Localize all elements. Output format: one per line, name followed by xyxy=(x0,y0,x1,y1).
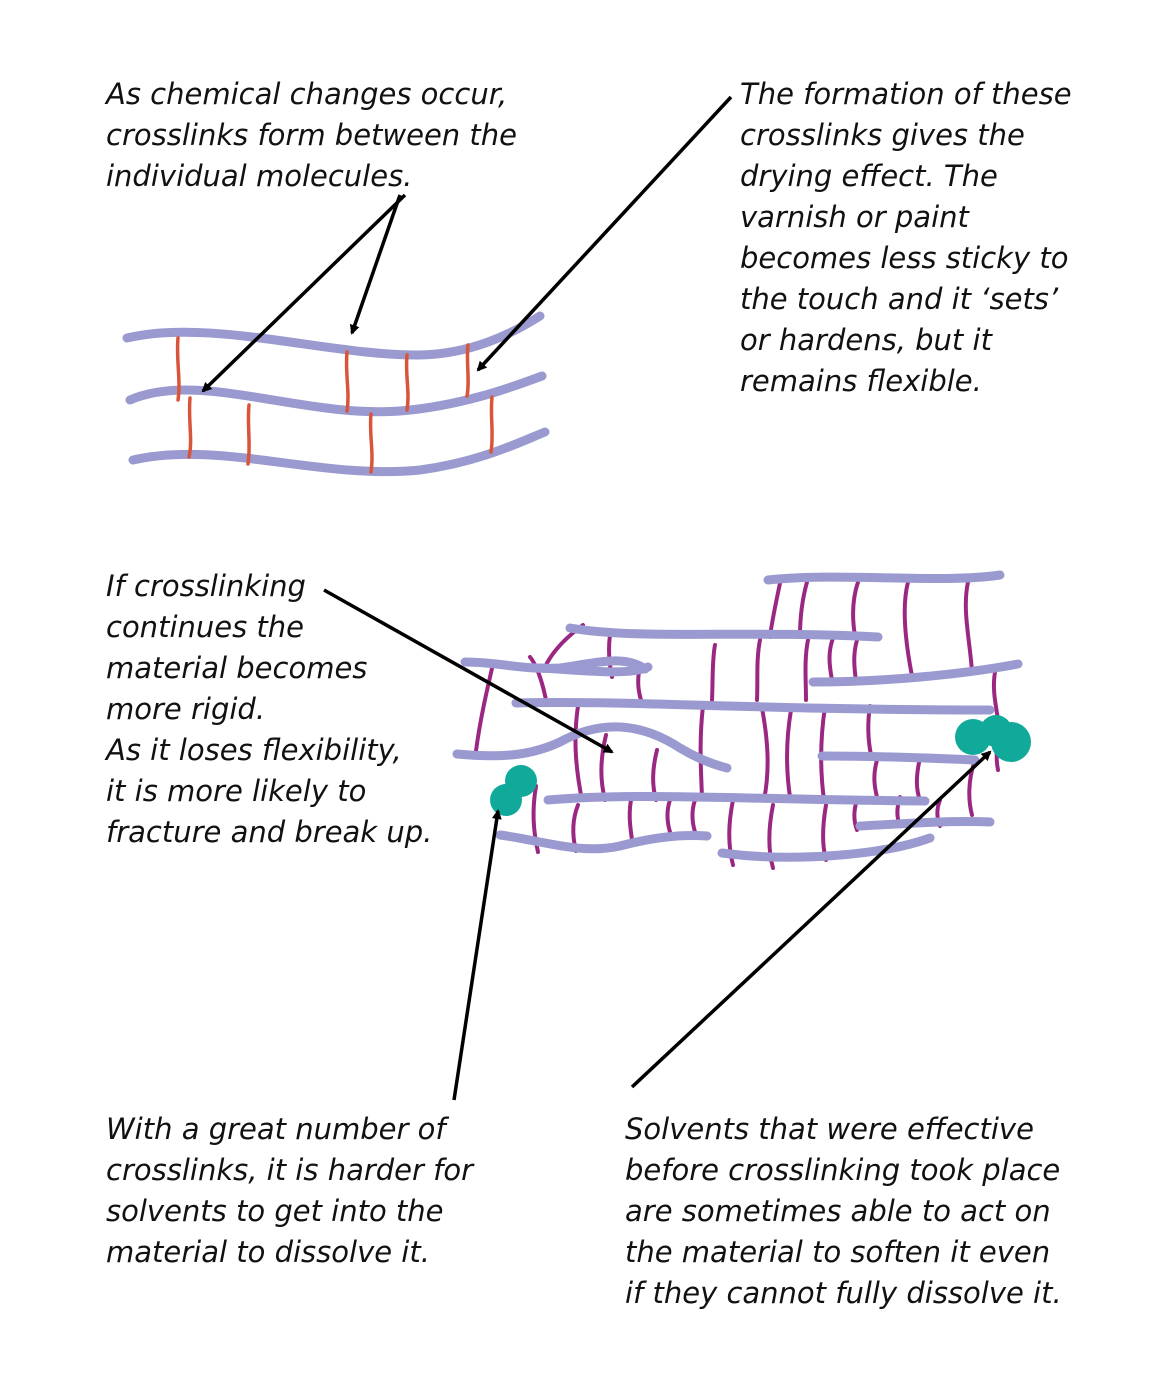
crosslink xyxy=(727,798,735,867)
crosslink xyxy=(755,638,762,702)
crosslink xyxy=(344,350,350,413)
crosslink xyxy=(573,704,584,802)
molecule-chains xyxy=(452,570,1023,862)
crosslink xyxy=(760,706,770,802)
molecule-chain xyxy=(495,830,712,854)
molecule-chain xyxy=(125,371,547,417)
arrow-to-early-crosslink xyxy=(201,193,407,393)
crosslink xyxy=(465,343,470,398)
crosslink xyxy=(665,798,672,834)
caption-harder-to-dissolve: With a great number of crosslinks, it is… xyxy=(106,1112,474,1269)
crosslink xyxy=(246,403,251,466)
crosslink xyxy=(798,580,809,638)
crosslink xyxy=(690,798,697,834)
crosslink xyxy=(803,638,810,702)
molecule-chain xyxy=(452,722,732,773)
crosslink xyxy=(827,636,835,682)
molecule-chain xyxy=(128,427,550,477)
crosslink xyxy=(187,396,193,459)
crosslink xyxy=(528,655,548,702)
molecule-chain xyxy=(717,833,935,862)
crosslink xyxy=(710,643,717,702)
crosslink xyxy=(489,395,494,454)
crosslink xyxy=(175,336,181,402)
flexible-network xyxy=(122,311,550,477)
arrow-to-flexible-network xyxy=(476,95,733,372)
crosslink xyxy=(404,353,410,412)
crosslink xyxy=(474,662,495,753)
molecule-chain xyxy=(122,311,545,360)
molecule-chain xyxy=(535,662,653,677)
molecule-chain xyxy=(543,791,930,806)
molecule-chain xyxy=(855,816,995,831)
solvent-molecule xyxy=(490,784,522,816)
arrow-to-solvent-blocked xyxy=(452,809,502,1101)
crosslink xyxy=(627,793,634,842)
crosslink xyxy=(767,803,775,870)
crosslink xyxy=(368,412,374,474)
crosslink xyxy=(963,580,974,674)
crosslink xyxy=(785,708,793,799)
molecule-chain xyxy=(817,751,980,765)
crosslink xyxy=(698,704,705,800)
solvent-blobs xyxy=(490,715,1031,816)
crosslink xyxy=(902,580,914,678)
caption-drying-effect: The formation of these crosslinks gives … xyxy=(740,77,1072,398)
arrow-to-rigid-network xyxy=(323,588,614,754)
molecule-chains xyxy=(122,311,550,477)
caption-crosslinks-form: As chemical changes occur, crosslinks fo… xyxy=(106,77,517,193)
molecule-chain xyxy=(565,623,883,642)
crosslink xyxy=(852,638,859,683)
crosslink xyxy=(915,756,922,802)
rigid-network xyxy=(452,570,1031,870)
crosslinks-early xyxy=(175,336,494,474)
crosslink xyxy=(851,580,860,638)
caption-solvents-soften: Solvents that were effective before cros… xyxy=(625,1112,1062,1310)
caption-more-rigid: If crosslinking continues the material b… xyxy=(106,569,433,849)
pointer-arrows xyxy=(201,95,992,1101)
molecule-chain xyxy=(511,697,995,715)
arrow-to-early-crosslink xyxy=(349,194,402,335)
solvent-molecule xyxy=(991,722,1031,762)
crosslink xyxy=(967,758,977,817)
arrow-to-solvent-softening xyxy=(630,750,992,1089)
crosslink xyxy=(768,581,782,639)
molecule-chain xyxy=(763,570,1005,585)
crosslink xyxy=(872,758,879,799)
crosslink xyxy=(991,670,1000,722)
molecule-chain xyxy=(808,659,1023,687)
